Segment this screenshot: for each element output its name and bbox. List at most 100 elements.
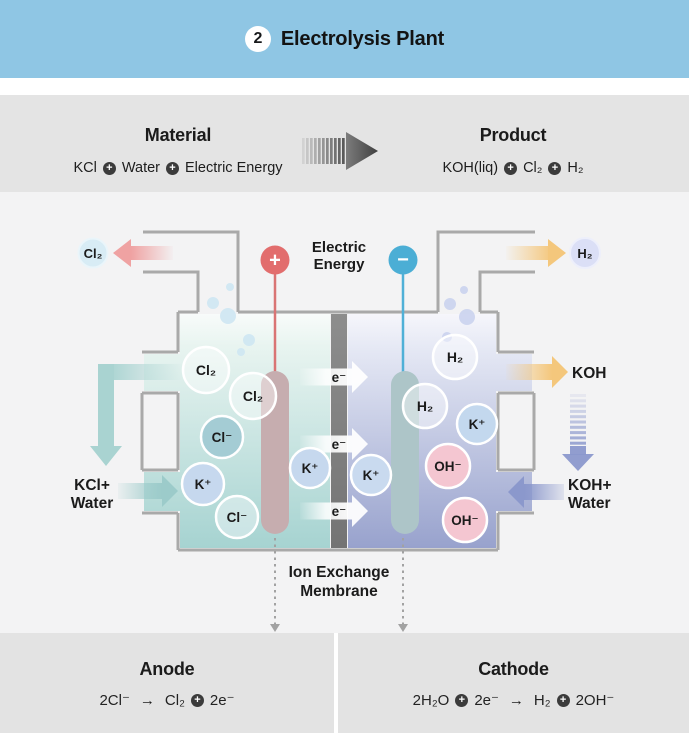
- anode-reaction-panel: Anode 2Cl⁻ → Cl₂ + 2e⁻: [0, 633, 334, 733]
- h2-gas-circle: H₂: [569, 237, 601, 269]
- cathode-title: Cathode: [478, 659, 549, 679]
- electron-label: e⁻: [332, 437, 347, 452]
- koh-water-feed-arrow: [508, 476, 564, 508]
- koh-output-arrow: [506, 356, 568, 388]
- gas-bubbles-left: [207, 283, 255, 356]
- eq-term: 2Cl⁻: [99, 692, 130, 709]
- eq-term: 2H₂O: [412, 691, 450, 709]
- minus-terminal-glyph: −: [397, 249, 409, 271]
- kcl-water-label-line2: Water: [71, 495, 114, 512]
- gas-bubbles-right: [442, 286, 475, 342]
- eq-term: Cl₂: [164, 691, 185, 709]
- svg-text:H₂: H₂: [417, 398, 433, 414]
- product-items: KOH(liq) + Cl₂ + H₂: [352, 160, 674, 176]
- cathode-electrode: [391, 371, 419, 534]
- ion-cl2-bubble: Cl₂: [181, 345, 231, 395]
- svg-text:Cl₂: Cl₂: [243, 388, 263, 404]
- eq-term: 2OH⁻: [575, 692, 615, 709]
- product-item: H₂: [567, 160, 584, 176]
- plus-terminal-icon: +: [260, 245, 290, 275]
- svg-text:K⁺: K⁺: [195, 477, 212, 492]
- ion-h2-bubble: H₂: [401, 382, 449, 430]
- plus-icon: +: [455, 693, 469, 707]
- svg-text:OH⁻: OH⁻: [451, 513, 478, 528]
- svg-text:Cl⁻: Cl⁻: [227, 510, 248, 525]
- svg-text:H₂: H₂: [447, 349, 463, 365]
- electron-arrow: e⁻: [300, 361, 368, 393]
- plus-icon: +: [556, 693, 570, 707]
- ion-potassium: K⁺: [455, 402, 499, 446]
- app-header: 2 Electrolysis Plant: [0, 0, 689, 78]
- overview-bar: Material KCl + Water + Electric Energy: [0, 95, 689, 192]
- svg-text:K⁺: K⁺: [469, 417, 486, 432]
- material-item: Water: [121, 160, 160, 176]
- koh-recirculation-arrow: [562, 394, 594, 471]
- ion-h2-bubble: H₂: [431, 333, 479, 381]
- koh-water-label-line2: Water: [568, 495, 611, 512]
- kcl-water-label-line1: KCl+: [74, 477, 110, 494]
- product-item: KOH(liq): [442, 160, 499, 176]
- plus-icon: +: [504, 161, 518, 175]
- reaction-arrow-icon: →: [139, 691, 155, 709]
- electric-energy-label-line2: Energy: [314, 256, 366, 273]
- eq-term: 2e⁻: [209, 692, 235, 709]
- electron-arrow: e⁻: [300, 428, 368, 460]
- koh-label: KOH: [572, 365, 606, 382]
- material-to-product-arrow-icon: [302, 132, 378, 170]
- plus-terminal-glyph: +: [269, 250, 281, 272]
- ion-cl2-bubble: Cl₂: [228, 371, 278, 421]
- product-item: Cl₂: [523, 160, 543, 176]
- ion-chloride: Cl⁻: [199, 414, 245, 460]
- cl2-gas-circle: Cl₂: [77, 237, 109, 269]
- cl2-output-arrow: [113, 239, 173, 267]
- material-block: Material KCl + Water + Electric Energy: [10, 125, 346, 176]
- page-title: Electrolysis Plant: [280, 27, 445, 50]
- material-item: KCl: [73, 160, 97, 176]
- svg-text:Cl⁻: Cl⁻: [212, 430, 233, 445]
- cl2-gas-label: Cl₂: [84, 246, 103, 261]
- eq-term: H₂: [533, 691, 551, 709]
- anode-equation: 2Cl⁻ → Cl₂ + 2e⁻: [0, 691, 334, 710]
- ion-potassium: K⁺: [349, 453, 393, 497]
- plus-icon: +: [190, 693, 204, 707]
- electrolysis-cell-diagram: + − Electric Energy e⁻ e⁻ e⁻: [71, 230, 612, 632]
- svg-text:K⁺: K⁺: [302, 461, 319, 476]
- material-items: KCl + Water + Electric Energy: [10, 160, 346, 176]
- material-item: Electric Energy: [185, 160, 283, 176]
- anode-electrode: [261, 371, 289, 534]
- svg-text:Cl₂: Cl₂: [196, 362, 216, 378]
- electron-label: e⁻: [332, 504, 347, 519]
- svg-text:K⁺: K⁺: [363, 468, 380, 483]
- electron-arrow: e⁻: [300, 495, 368, 527]
- minus-terminal-icon: −: [388, 245, 418, 275]
- koh-water-label-line1: KOH+: [568, 477, 612, 494]
- product-block: Product KOH(liq) + Cl₂ + H₂: [352, 125, 674, 176]
- anode-leader-arrowhead: [270, 624, 280, 632]
- kcl-water-feed-arrow: [90, 364, 184, 507]
- cathode-equation: 2H₂O + 2e⁻ → H₂ + 2OH⁻: [338, 691, 689, 710]
- plus-icon: +: [548, 161, 562, 175]
- cathode-leader-arrowhead: [398, 624, 408, 632]
- product-title: Product: [479, 125, 547, 145]
- vessel-outline: [140, 230, 536, 552]
- eq-term: 2e⁻: [474, 692, 499, 709]
- svg-text:OH⁻: OH⁻: [434, 459, 461, 474]
- cathode-reaction-panel: Cathode 2H₂O + 2e⁻ → H₂ + 2OH⁻: [338, 633, 689, 733]
- ion-potassium: K⁺: [288, 446, 332, 490]
- material-title: Material: [144, 125, 212, 145]
- step-number-badge: 2: [244, 26, 271, 52]
- h2-output-arrow: [506, 239, 566, 267]
- electron-label: e⁻: [332, 370, 347, 385]
- ion-hydroxide: OH⁻: [441, 496, 489, 544]
- plus-icon: +: [166, 161, 179, 175]
- anode-title: Anode: [139, 659, 195, 679]
- membrane-label-line1: Ion Exchange: [289, 564, 390, 581]
- reaction-arrow-icon: →: [508, 691, 524, 709]
- h2-gas-label: H₂: [577, 246, 592, 261]
- ion-hydroxide: OH⁻: [424, 442, 472, 490]
- ion-chloride: Cl⁻: [214, 494, 260, 540]
- electric-energy-label-line1: Electric: [312, 239, 366, 256]
- plus-icon: +: [102, 161, 116, 175]
- membrane-label-line2: Membrane: [300, 583, 378, 600]
